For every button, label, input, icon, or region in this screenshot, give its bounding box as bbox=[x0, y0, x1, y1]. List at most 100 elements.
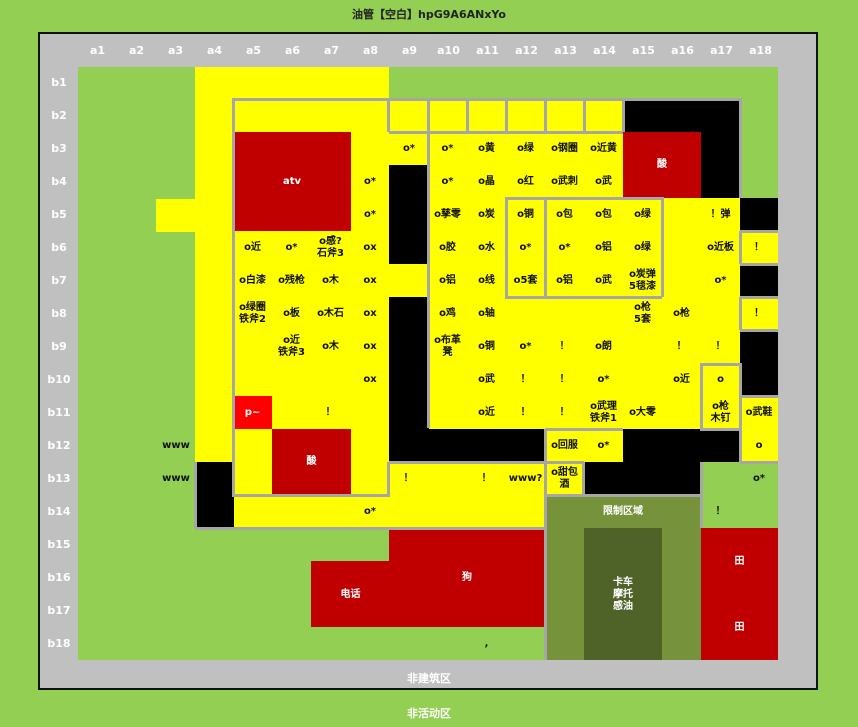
wall bbox=[739, 98, 742, 198]
black-area bbox=[389, 297, 429, 429]
yellow-area bbox=[195, 67, 389, 100]
yellow-area bbox=[740, 231, 778, 264]
map-cell: o* bbox=[402, 142, 416, 154]
column-label: a7 bbox=[323, 44, 340, 57]
wall bbox=[739, 363, 742, 462]
non-building-zone-label: 非建筑区 bbox=[407, 672, 451, 685]
wall bbox=[546, 494, 702, 497]
column-label: a13 bbox=[554, 44, 577, 57]
map-cell: ！ bbox=[559, 406, 570, 418]
wall bbox=[427, 98, 430, 428]
row-label: b10 bbox=[47, 373, 71, 386]
wall bbox=[505, 296, 662, 299]
row-label: b12 bbox=[47, 439, 71, 452]
map-cell: o* bbox=[597, 373, 610, 385]
map-cell: o鸡 bbox=[439, 307, 456, 319]
map-cell: o近 bbox=[244, 241, 261, 253]
map-cell: ！弹 bbox=[710, 208, 731, 220]
yellow-area bbox=[156, 199, 196, 232]
black-area bbox=[623, 99, 740, 132]
map-cell: o孳零 bbox=[434, 208, 461, 220]
wall bbox=[387, 98, 390, 132]
map-cell: o近 bbox=[673, 373, 690, 385]
field-label-top: 田 bbox=[734, 555, 745, 567]
map-cell: ox bbox=[363, 307, 377, 319]
map-cell: o胶 bbox=[439, 241, 456, 253]
wall bbox=[740, 296, 778, 299]
atv-label: atv bbox=[282, 175, 302, 187]
wall bbox=[389, 131, 623, 134]
wall bbox=[544, 98, 547, 132]
map-cell: o炭弹 5毯漆 bbox=[629, 268, 656, 292]
map-cell: ox bbox=[363, 373, 377, 385]
black-area bbox=[389, 429, 545, 462]
restricted-label: 限制区域 bbox=[603, 505, 643, 517]
wall bbox=[740, 230, 778, 233]
map-cell: ！ bbox=[715, 340, 726, 352]
wall bbox=[194, 462, 197, 528]
map-cell: , bbox=[484, 637, 489, 649]
wall bbox=[387, 462, 390, 495]
map-cell: o* bbox=[363, 208, 377, 220]
row-label: b16 bbox=[47, 571, 71, 584]
map-cell: ！ bbox=[676, 340, 687, 352]
row-label: b17 bbox=[47, 604, 71, 617]
non-activity-zone-label: 非活动区 bbox=[407, 707, 451, 720]
map-cell: ox bbox=[363, 274, 377, 286]
yellow-area bbox=[389, 264, 429, 297]
map-cell: o* bbox=[363, 175, 377, 187]
p-zone bbox=[233, 396, 272, 429]
row-label: b14 bbox=[47, 505, 71, 518]
map-cell: ！ bbox=[715, 505, 726, 517]
black-area bbox=[195, 462, 234, 528]
map-cell: o* bbox=[519, 241, 532, 253]
wall bbox=[739, 231, 742, 264]
column-label: a11 bbox=[476, 44, 499, 57]
map-cell: o近 铁斧3 bbox=[278, 334, 305, 358]
wall bbox=[700, 428, 742, 431]
wall bbox=[389, 461, 546, 464]
black-area bbox=[701, 132, 740, 198]
row-label: b8 bbox=[51, 307, 67, 320]
map-cell: o* bbox=[519, 340, 532, 352]
dog-zone bbox=[389, 528, 545, 627]
map-cell: o回服 bbox=[551, 439, 578, 451]
row-label: b1 bbox=[51, 76, 67, 89]
wall bbox=[466, 98, 469, 132]
wall bbox=[740, 395, 778, 398]
column-label: a6 bbox=[284, 44, 301, 57]
acid-zone-top bbox=[623, 132, 701, 198]
field-zone bbox=[701, 528, 778, 660]
map-cell: ！ bbox=[520, 373, 531, 385]
map-cell: o* bbox=[558, 241, 571, 253]
map-cell: o木 bbox=[322, 274, 339, 286]
map-cell: o感? 石斧3 bbox=[317, 235, 344, 259]
wall bbox=[545, 428, 623, 431]
map-cell: o水 bbox=[478, 241, 495, 253]
phone-zone bbox=[311, 561, 390, 627]
map-cell: p~ bbox=[244, 406, 261, 418]
column-label: a2 bbox=[128, 44, 145, 57]
map-cell: o* bbox=[714, 274, 727, 286]
column-label: a16 bbox=[671, 44, 694, 57]
wall bbox=[582, 462, 585, 495]
yellow-area bbox=[428, 198, 740, 429]
map-cell: o铜 bbox=[517, 208, 534, 220]
map-cell: o* bbox=[285, 241, 298, 253]
map-cell: o bbox=[755, 439, 763, 451]
wall bbox=[661, 197, 664, 297]
acid-label-left: 酸 bbox=[306, 455, 317, 467]
map-cell: ！ bbox=[325, 406, 336, 418]
row-label: b2 bbox=[51, 109, 67, 122]
map-cell: o枪 5套 bbox=[634, 301, 651, 325]
map-cell: ！ bbox=[403, 472, 414, 484]
wall bbox=[544, 495, 547, 660]
acid-zone-left bbox=[272, 429, 351, 495]
map-cell: o包 bbox=[556, 208, 573, 220]
row-label: b4 bbox=[51, 175, 67, 188]
map-cell: o* bbox=[752, 472, 766, 484]
map-cell: o* bbox=[363, 505, 377, 517]
wall bbox=[232, 98, 235, 496]
map-cell: o5套 bbox=[513, 274, 538, 286]
column-label: a3 bbox=[167, 44, 184, 57]
